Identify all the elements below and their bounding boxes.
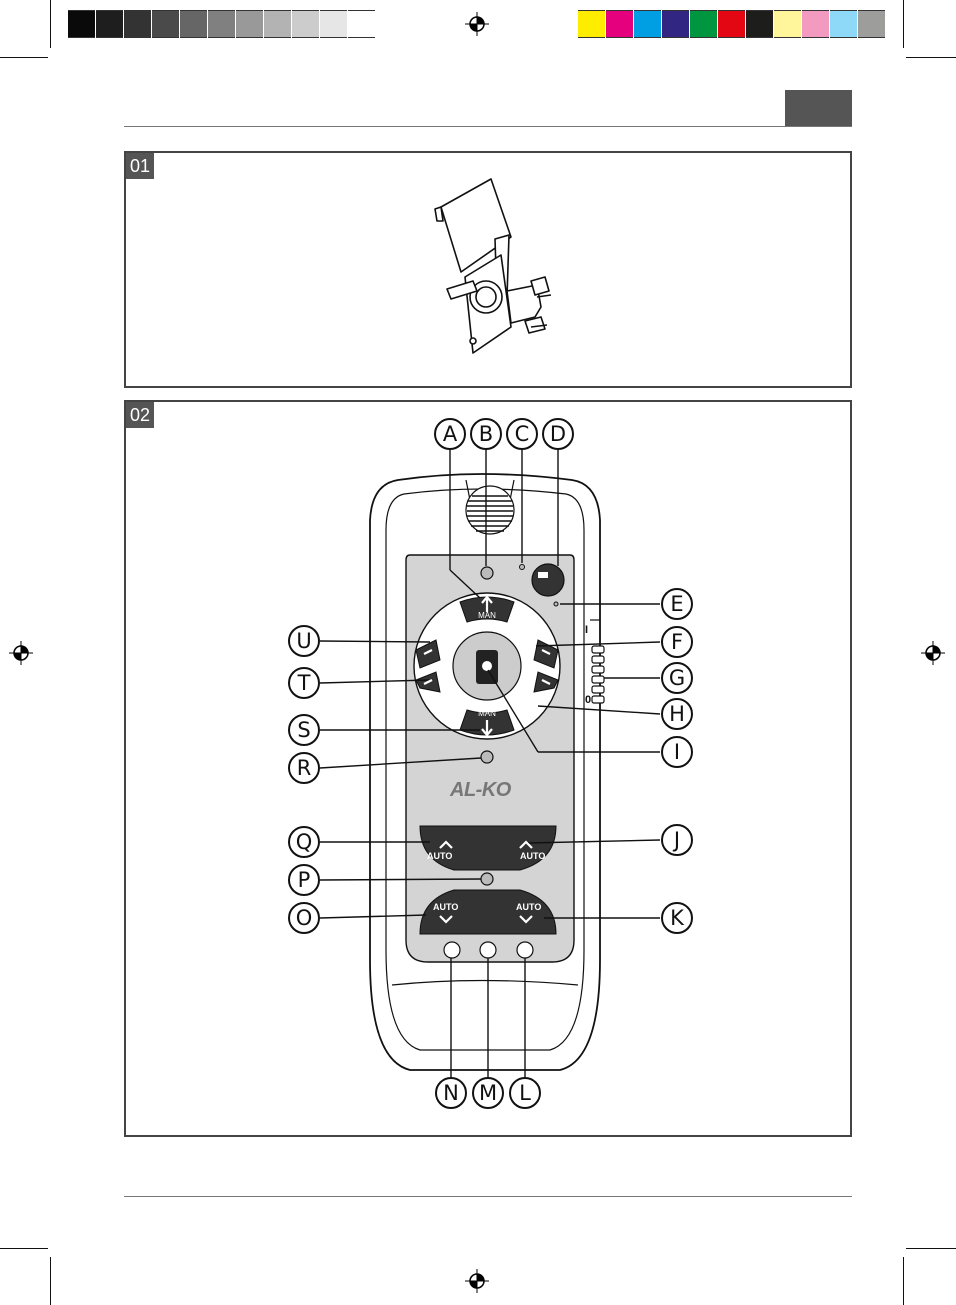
auto-j-label: AUTO	[520, 851, 545, 861]
callout-j: J	[661, 824, 693, 856]
callout-d: D	[542, 418, 574, 450]
callout-s: S	[288, 714, 320, 746]
callout-l: L	[509, 1077, 541, 1109]
auto-q-label: AUTO	[427, 851, 452, 861]
callout-k: K	[661, 902, 693, 934]
callout-r: R	[288, 752, 320, 784]
callout-m: M	[472, 1077, 504, 1109]
callout-n: N	[435, 1077, 467, 1109]
callout-c: C	[506, 418, 538, 450]
man-down-label: MAN	[472, 709, 502, 718]
callout-h: H	[661, 698, 693, 730]
callout-e: E	[661, 588, 693, 620]
callout-a: A	[434, 418, 466, 450]
footer-rule	[124, 1196, 852, 1197]
auto-k-label: AUTO	[516, 902, 541, 912]
callout-q: Q	[288, 826, 320, 858]
switch-off-label: 0	[585, 694, 591, 706]
switch-on-label: I	[585, 624, 588, 636]
callout-i: I	[661, 736, 693, 768]
callout-f: F	[661, 626, 693, 658]
callout-t: T	[288, 667, 320, 699]
callout-b: B	[470, 418, 502, 450]
callout-u: U	[288, 625, 320, 657]
callout-p: P	[288, 864, 320, 896]
callout-o: O	[288, 902, 320, 934]
man-up-label: MAN	[472, 611, 502, 620]
callout-g: G	[661, 662, 693, 694]
alko-logo: AL-KO	[450, 779, 511, 802]
auto-o-label: AUTO	[433, 902, 458, 912]
